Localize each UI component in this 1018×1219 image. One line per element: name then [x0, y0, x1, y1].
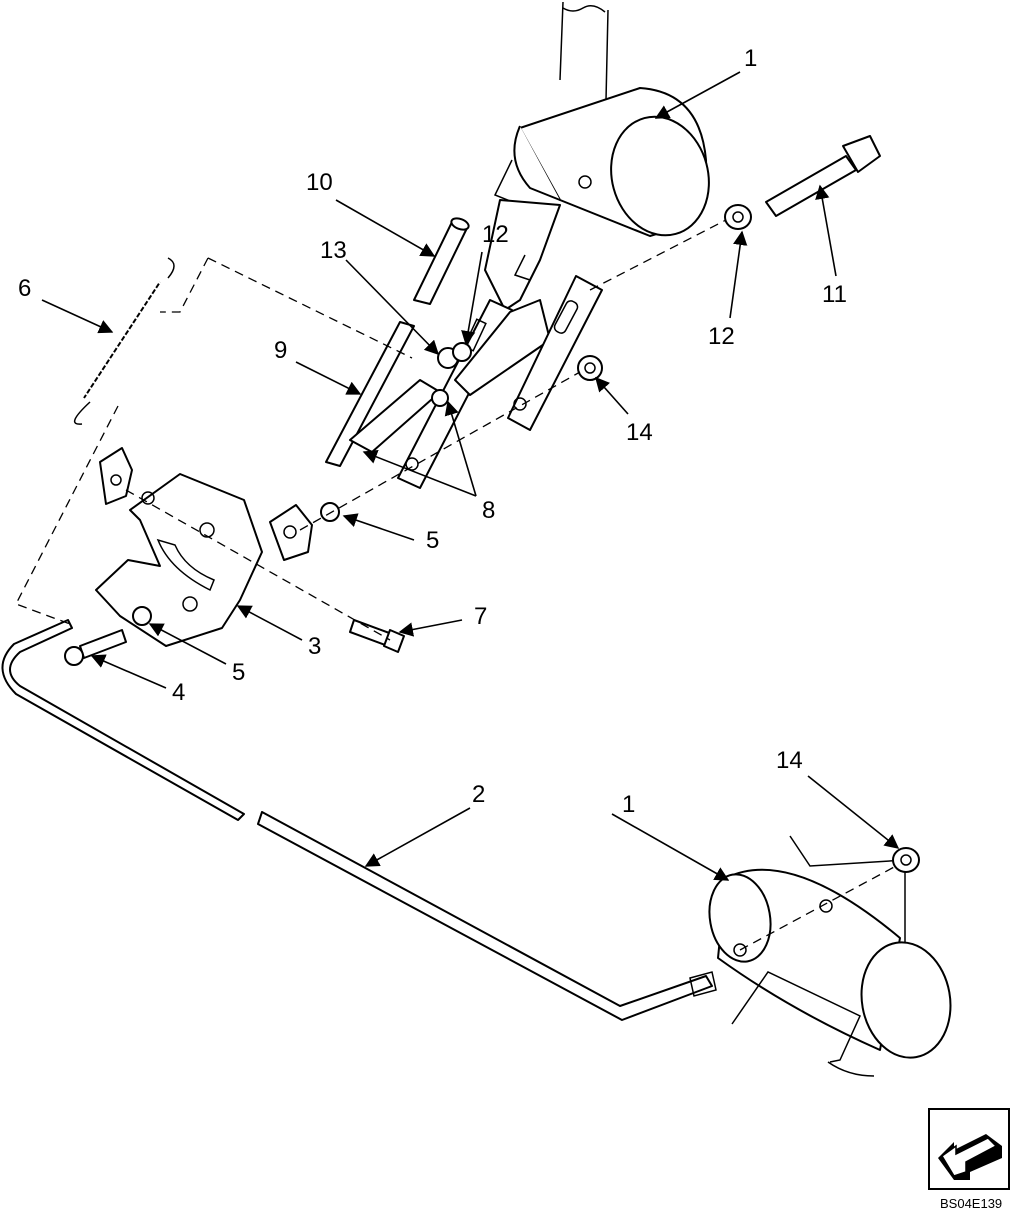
callout-2: 2 — [472, 781, 485, 808]
callout-12-right: 12 — [708, 323, 735, 350]
connecting-rod — [1, 619, 717, 1021]
nut-and-washer — [431, 342, 472, 407]
release-link — [507, 275, 603, 431]
callout-3: 3 — [308, 633, 321, 660]
flange-nut-lower — [892, 847, 920, 873]
callout-labels: 1 1 2 3 4 5 5 6 7 8 9 10 11 12 12 13 14 … — [18, 45, 847, 818]
callout-14-lower: 14 — [776, 747, 803, 774]
callout-1-lower: 1 — [622, 791, 635, 818]
mounting-bracket — [95, 473, 263, 647]
spacer-plates — [99, 447, 313, 561]
callout-6: 6 — [18, 275, 31, 302]
callout-13: 13 — [320, 237, 347, 264]
callout-9: 9 — [274, 337, 287, 364]
assembly-lines — [15, 219, 897, 951]
orientation-indicator — [928, 1108, 1010, 1190]
callout-8: 8 — [482, 497, 495, 524]
callout-7: 7 — [474, 603, 487, 630]
leader-lines — [41, 71, 900, 881]
upper-frame-tube — [493, 1, 710, 237]
callout-14-upper: 14 — [626, 419, 653, 446]
pedal-arm — [484, 199, 561, 311]
lower-frame-tube — [708, 835, 952, 1077]
lock-nuts — [132, 502, 340, 626]
pin — [413, 217, 470, 305]
spring — [73, 257, 175, 425]
callout-5-upper: 5 — [426, 527, 439, 554]
bolt-and-washer — [724, 135, 881, 230]
callout-10: 10 — [306, 169, 333, 196]
flange-nut-upper — [577, 355, 603, 381]
callout-1-upper: 1 — [744, 45, 757, 72]
callout-11: 11 — [822, 281, 847, 308]
front-arrow-icon — [938, 1134, 1002, 1180]
callout-5-lower: 5 — [232, 659, 245, 686]
callout-12-center: 12 — [482, 221, 509, 248]
callout-4: 4 — [172, 679, 185, 706]
diagram-code: BS04E139 — [940, 1196, 1003, 1211]
